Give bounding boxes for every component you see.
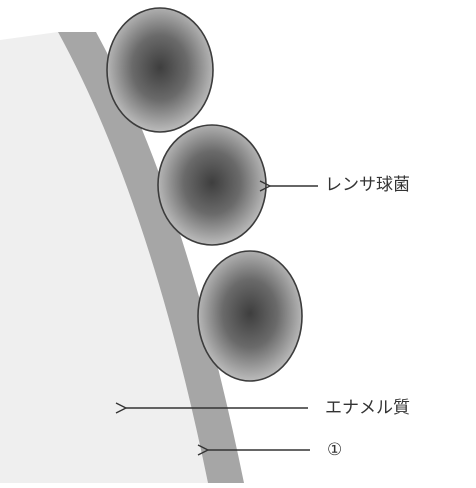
layer-label: ① — [327, 442, 342, 459]
enamel-label: エナメル質 — [325, 400, 410, 417]
bacteria-label: レンサ球菌 — [325, 177, 410, 194]
bacteria-cell — [158, 125, 266, 245]
bacteria-cell — [198, 251, 302, 381]
bacteria-cell — [107, 8, 213, 132]
